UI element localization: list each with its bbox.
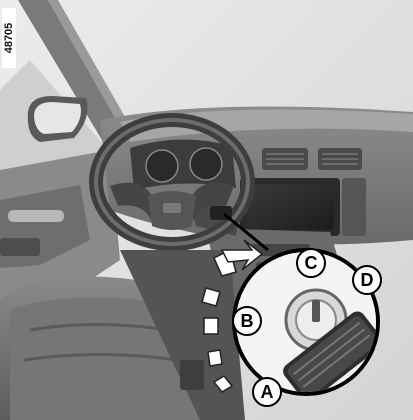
reference-code: 48705: [3, 23, 15, 54]
media-screen: [246, 184, 334, 230]
callout-b: B: [232, 306, 262, 336]
pedal: [180, 360, 204, 390]
callout-a: A: [252, 377, 282, 407]
callout-c: C: [296, 248, 326, 278]
callout-d: D: [352, 265, 382, 295]
door-handle: [8, 210, 64, 222]
reference-code-box: 48705: [2, 8, 16, 68]
